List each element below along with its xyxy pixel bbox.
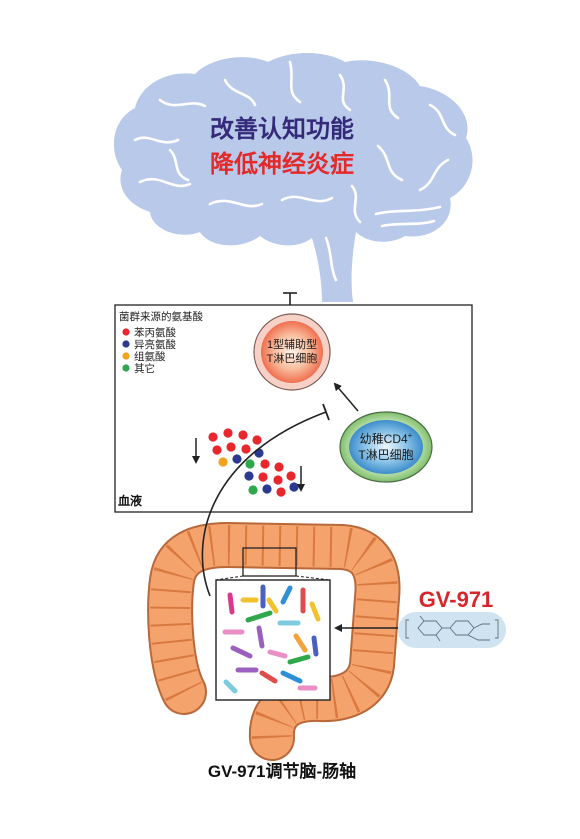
naive-cd4-cell: 幼稚CD4+ T淋巴细胞 (339, 411, 433, 483)
benefit-cognition-text: 改善认知功能 (210, 115, 354, 143)
amino-acid-dot (260, 459, 270, 469)
legend-dot (122, 364, 130, 372)
legend-label: 其它 (134, 362, 155, 375)
bacterium (259, 670, 278, 684)
naive-cell-body (349, 420, 423, 474)
zoom-line-right (295, 575, 331, 581)
brain: 改善认知功能 降低神经炎症 (113, 53, 473, 302)
legend-item-other: 其它 (122, 362, 155, 375)
amino-acid-dot (244, 471, 254, 481)
amino-acid-dot (245, 459, 255, 469)
blood-panel: 菌群来源的氨基酸 苯丙氨酸 异亮氨酸 组氨酸 其它 1型辅助型 T淋 (114, 304, 473, 513)
brain-sulci (133, 60, 457, 282)
th1-cell-body (261, 321, 323, 383)
amino-acid-dot (218, 457, 228, 467)
bacterium (267, 649, 288, 659)
molecule-structure (398, 612, 506, 648)
amino-acid-dot (208, 432, 218, 442)
benefit-neuroinflammation-text: 降低神经炎症 (210, 150, 354, 178)
caption: GV-971调节脑-肠轴 (208, 761, 356, 781)
naive-cell-label-main: 幼稚CD4 (360, 432, 408, 446)
gut-microbiota-panel (215, 579, 331, 701)
gut-inhibition-curve (201, 411, 327, 597)
bacterium (266, 597, 279, 614)
naive-cell-label-sup: + (408, 431, 413, 440)
amino-acid-dot (276, 487, 286, 497)
brain-shape (113, 53, 473, 302)
legend-title: 菌群来源的氨基酸 (119, 310, 203, 323)
amino-acid-dots (208, 428, 299, 497)
legend-label: 苯丙氨酸 (134, 326, 176, 339)
amino-acid-dot (232, 454, 242, 464)
molecule-drawing (405, 615, 499, 642)
naive-cell-label-line2: T淋巴细胞 (358, 448, 413, 462)
amino-acid-dot (238, 430, 248, 440)
legend-item-histidine: 组氨酸 (122, 350, 166, 363)
amino-acid-dot (262, 484, 272, 494)
bacteria-group (222, 584, 321, 694)
bacterium (311, 635, 319, 657)
bacterium (287, 654, 311, 665)
bacterium (309, 601, 321, 622)
legend-item-phenylalanine: 苯丙氨酸 (122, 326, 176, 339)
amino-acid-dot (258, 472, 268, 482)
bacterium (245, 610, 273, 623)
drug-name: GV-971 (419, 587, 494, 612)
amino-acid-dot (223, 428, 233, 438)
legend-dot (122, 328, 130, 336)
amino-acid-dot (274, 462, 284, 472)
blood-label: 血液 (118, 493, 142, 508)
amino-acid-dot (289, 482, 299, 492)
amino-acid-legend: 菌群来源的氨基酸 苯丙氨酸 异亮氨酸 组氨酸 其它 (119, 310, 203, 375)
bacterium (223, 679, 238, 694)
th1-cell: 1型辅助型 T淋巴细胞 (253, 313, 331, 391)
amino-acid-dot (212, 445, 222, 455)
amino-acid-dot (248, 485, 258, 495)
amino-acid-dot (252, 435, 262, 445)
legend-dot (122, 352, 130, 360)
amino-acid-dot (286, 471, 296, 481)
legend-label: 组氨酸 (134, 350, 166, 363)
amino-acid-dot (273, 475, 283, 485)
differentiation-arrow (333, 382, 359, 412)
bacterium (227, 592, 235, 615)
legend-label: 异亮氨酸 (134, 338, 176, 351)
zoom-source-rect (242, 547, 297, 577)
naive-cell-label-line1: 幼稚CD4+ (360, 431, 413, 446)
th1-cell-label-line2: T淋巴细胞 (267, 352, 318, 365)
legend-dot (122, 340, 130, 348)
inhibition-bar (322, 403, 330, 421)
bacterium (280, 670, 303, 684)
bacterium (230, 645, 253, 659)
amino-acid-dot (226, 442, 236, 452)
bacterium (256, 625, 265, 649)
amino-acid-dot (241, 444, 251, 454)
legend-item-isoleucine: 异亮氨酸 (122, 338, 176, 351)
th1-cell-label-line1: 1型辅助型 (267, 337, 317, 351)
bacterium (293, 633, 308, 653)
bacterium (280, 585, 293, 605)
brain-inhibition-symbol (283, 292, 297, 305)
